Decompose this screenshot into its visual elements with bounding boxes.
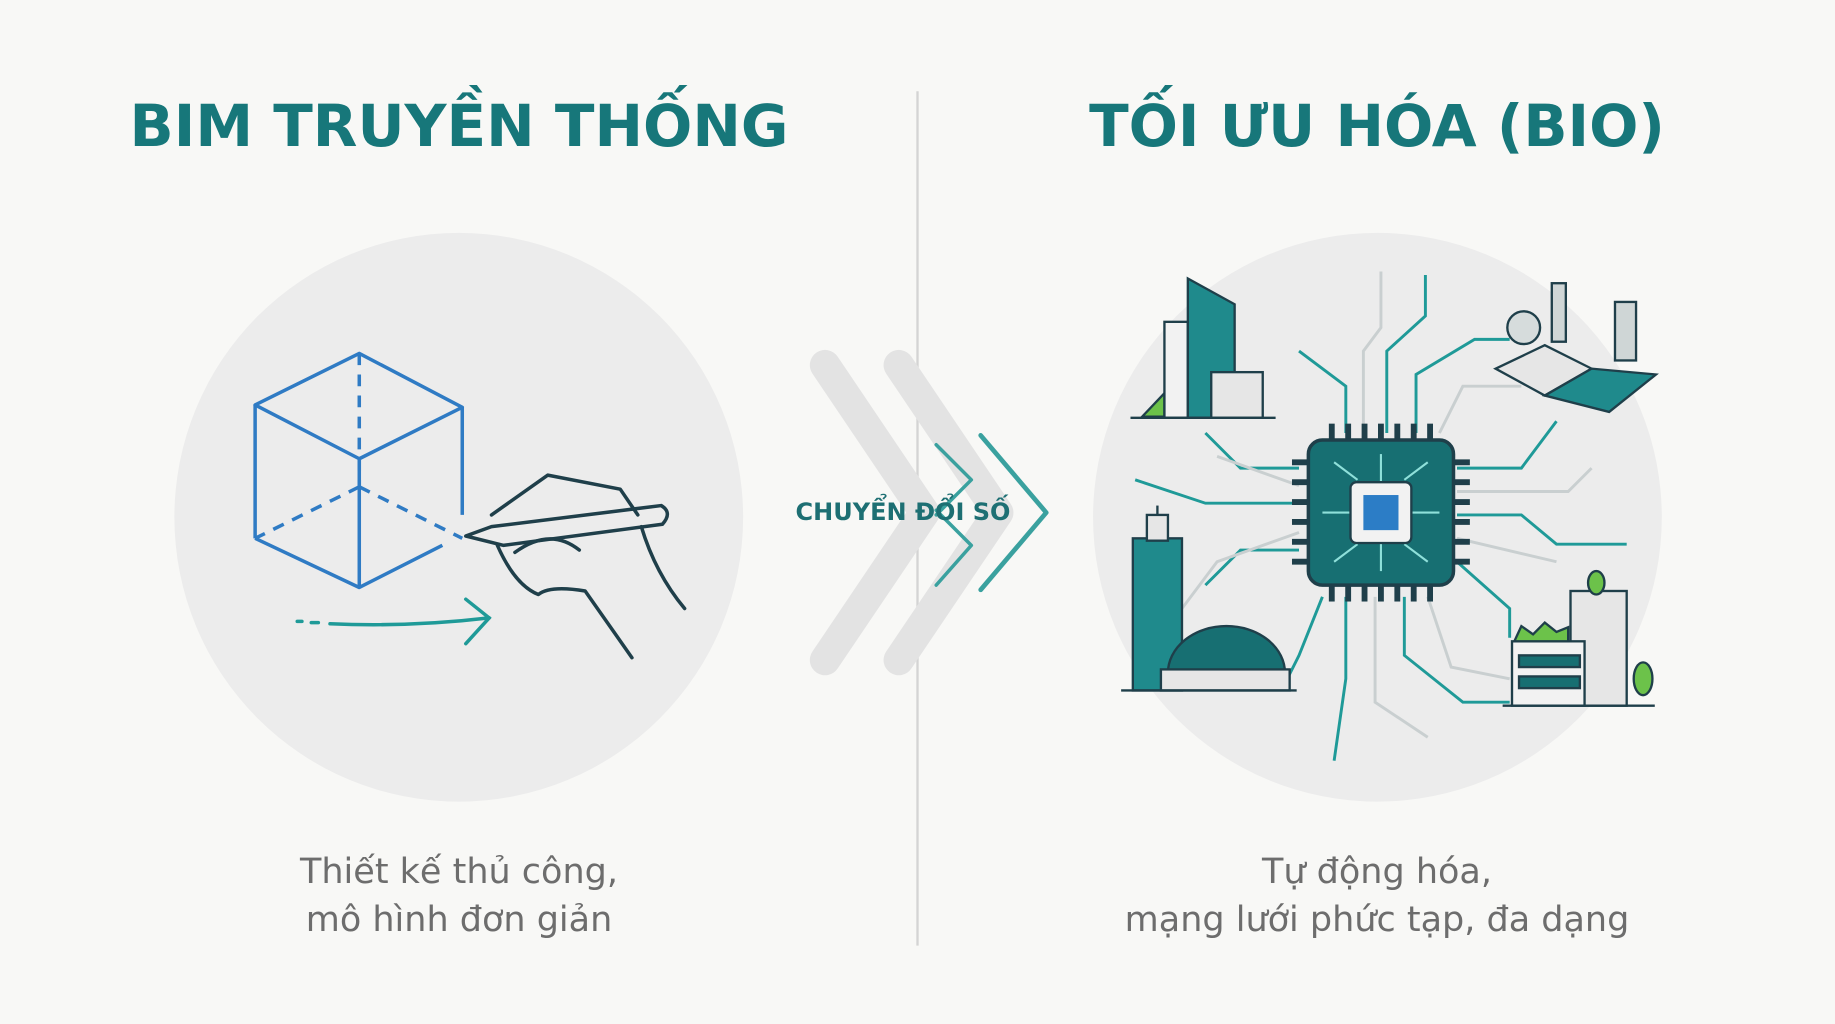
left-caption: Thiết kế thủ công, mô hình đơn giản [59, 848, 859, 944]
tower-dome-icon [1121, 505, 1297, 692]
circuit-traces [1134, 271, 1627, 761]
right-caption: Tự động hóa, mạng lưới phức tạp, đa dạng [977, 848, 1777, 944]
right-title: TỐI ƯU HÓA (BIO) [1089, 92, 1665, 160]
left-caption-line: mô hình đơn giản [305, 900, 613, 940]
left-title: BIM TRUYỀN THỐNG [129, 92, 789, 160]
cube-wireframe-icon [253, 351, 465, 590]
green-building-icon [1502, 569, 1655, 707]
hand-drawing-icon [464, 473, 687, 660]
right-caption-line: Tự động hóa, [1261, 852, 1492, 892]
left-caption-line: Thiết kế thủ công, [300, 852, 618, 892]
transition-label: CHUYỂN ĐỔI SỐ [795, 498, 1011, 526]
double-chevron-right-icon [793, 349, 1049, 676]
skyscraper-icon [1130, 276, 1276, 419]
right-caption-line: mạng lưới phức tạp, đa dạng [1124, 900, 1630, 940]
arrow-right-icon [295, 597, 492, 646]
microchip-icon [1291, 423, 1470, 602]
left-circle [174, 232, 744, 802]
factory-icon [1493, 282, 1659, 414]
